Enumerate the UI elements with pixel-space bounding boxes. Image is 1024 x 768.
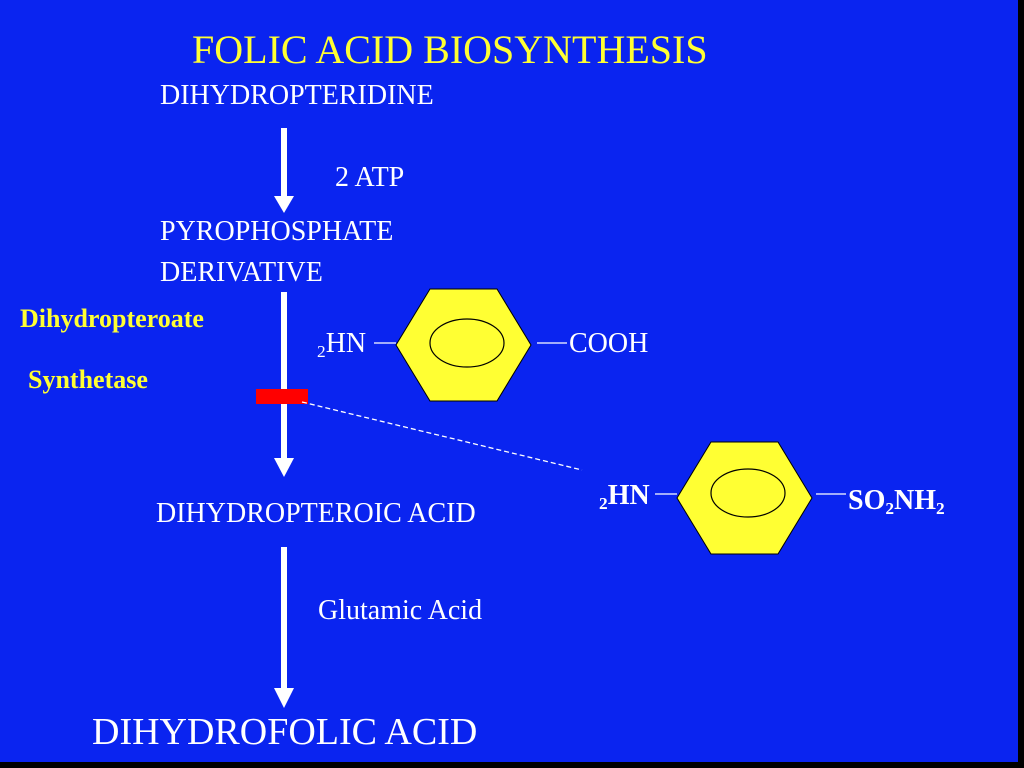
arrow-1 bbox=[274, 128, 294, 213]
arrow-2 bbox=[274, 292, 294, 477]
sulfonamide-amine-subscript: 2 bbox=[599, 493, 608, 513]
slide-title: FOLIC ACID BIOSYNTHESIS bbox=[192, 27, 708, 72]
sulfonamide-amine-label: 2HN bbox=[599, 480, 650, 513]
enzyme-name-line1: Dihydropteroate bbox=[20, 304, 204, 333]
derivative-label: DERIVATIVE bbox=[160, 257, 323, 288]
so-subscript: 2 bbox=[885, 498, 895, 518]
dihydropteridine-label: DIHYDROPTERIDINE bbox=[160, 80, 434, 111]
nh-subscript: 2 bbox=[936, 498, 945, 518]
inhibition-bar bbox=[256, 389, 308, 404]
paba-amine-label: 2HN bbox=[317, 328, 367, 361]
atp-label: 2 ATP bbox=[335, 162, 405, 193]
paba-benzene-ring bbox=[374, 288, 567, 402]
paba-cooh-label: COOH bbox=[569, 328, 649, 359]
dihydropteroic-acid-label: DIHYDROPTEROIC ACID bbox=[156, 498, 476, 529]
nh-text: NH bbox=[894, 485, 937, 516]
arrow-3 bbox=[274, 547, 294, 708]
paba-amine-text: HN bbox=[325, 328, 367, 359]
glutamic-acid-label: Glutamic Acid bbox=[318, 595, 483, 626]
dihydrofolic-acid-label: DIHYDROFOLIC ACID bbox=[92, 711, 478, 753]
sulfonamide-so2nh2-label: SO2NH2 bbox=[848, 485, 945, 518]
inhibition-dashed-line bbox=[301, 401, 583, 471]
sulfonamide-amine-text: HN bbox=[607, 480, 650, 511]
sulfonamide-benzene-ring bbox=[655, 441, 846, 555]
pyrophosphate-label: PYROPHOSPHATE bbox=[160, 216, 394, 247]
enzyme-name-line2: Synthetase bbox=[28, 365, 148, 394]
paba-amine-subscript: 2 bbox=[317, 341, 326, 361]
so-text: SO bbox=[848, 485, 886, 516]
